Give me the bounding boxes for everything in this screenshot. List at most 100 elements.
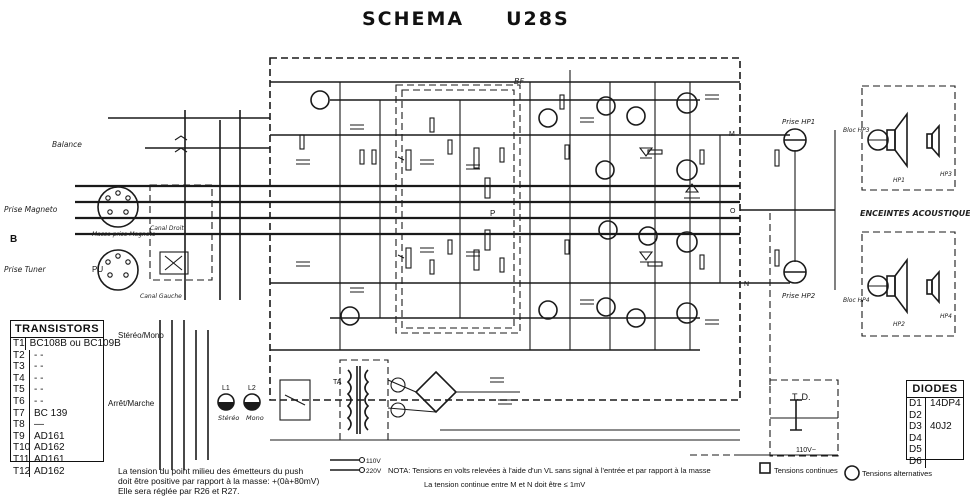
footnote-left-1: La tension du point milieu des émetteurs… [118,466,304,476]
transistor-row: T3 - - [11,361,103,373]
canal-droit-label: Canal Droit [150,225,184,232]
l1-label: L1 [222,385,230,392]
prise-hp2-label: Prise HP2 [782,292,816,300]
transistor-value: AD161 [34,453,65,465]
hp4-label: HP4 [940,313,952,320]
potentiometers [397,147,491,271]
right-dashed-links [690,209,771,456]
transistor-row: T11 AD161 [11,453,103,466]
balance-pot [108,117,270,153]
transistor-value: - - [34,384,44,396]
diode-row: D4 [907,432,963,445]
ta-label: TA [333,379,342,386]
speaker-enclosure-1 [861,85,956,191]
title-word-model: U28S [506,8,570,30]
legend-ac-circle [844,465,860,481]
bridge-rectifier [270,370,740,441]
l2-label: L2 [248,385,256,392]
diagram-labels: Balance Prise Magneto B Prise Tuner Mass… [4,77,970,475]
hp2-label: HP2 [893,321,905,328]
transistor-value: AD162 [34,465,65,477]
vertical-wiring [159,70,721,470]
b-label: B [10,234,17,245]
hp3-label: HP3 [940,171,952,178]
transistor-value: — [34,419,44,431]
transistor-symbols [310,90,698,328]
n-terminal-label: N [744,281,749,288]
pu-label: PU [92,265,103,274]
diode-id: D1 [907,398,926,410]
diode-id: D2 [907,409,926,422]
p-label: P [490,209,495,218]
bf-label: BF [514,77,524,86]
resistor-symbols [299,94,780,275]
transistor-value: BC108B ou BC109B [29,338,121,349]
input-selector-switch [149,184,213,281]
diode-id: D5 [907,444,926,456]
balance-label: Balance [52,140,82,149]
bloc-hp3-label: Bloc HP3 [843,127,870,134]
transistor-value: - - [34,372,44,384]
diode-id: D4 [907,432,926,445]
transistor-value: - - [34,349,44,361]
transistor-id: T6 [11,395,30,408]
transistor-value: - - [34,361,44,373]
transistor-id: T3 [11,361,30,373]
footnote-tension-mn: La tension continue entre M et N doit êt… [424,480,586,489]
transistor-id: T12 [13,465,31,478]
capacitor-symbols [296,94,719,325]
diode-value: 14DP4 [930,398,961,409]
transistor-row: T8 — [11,419,103,431]
preamp-block-frame [401,89,515,329]
diode-value [926,410,930,422]
td-box [740,379,839,457]
transistor-id: T8 [11,419,30,431]
preamp-block-outer [395,84,521,334]
transistor-row: T5- - [11,384,103,396]
mains-220-label: 220V [366,468,382,475]
magneto-socket [97,186,139,228]
transistor-row: T4 - - [11,372,103,385]
diode-row: D6 [907,455,963,468]
transistor-id: T7 [11,407,30,420]
o-terminal-label: O [730,208,736,215]
transistor-table-title: TRANSISTORS [11,321,103,338]
v110-label: 110V~ [796,447,816,454]
transistor-value: - - [34,395,44,407]
diode-row: D5 [907,444,963,456]
speaker-enclosure-2 [861,231,956,337]
footnote-left-3: Elle sera réglée par R26 et R27. [118,486,240,496]
bus-lines [75,81,740,351]
hp1-label: HP1 [893,177,905,184]
transistor-id: T11 [13,453,30,466]
arret-marche-label: Arrêt/Marche [108,399,155,408]
diode-value [926,456,930,468]
diode-row: D1 14DP4 [907,398,963,410]
m-terminal-label: M [729,131,735,138]
transistor-value: BC 139 [34,407,68,419]
diode-symbols [638,147,700,263]
transistor-row: T6 - - [11,395,103,408]
prise-magneto-label: Prise Magneto [4,205,58,214]
stereo-lamp-label: Stéréo [218,414,239,422]
legend-dc-square [759,462,771,474]
transistor-id: T4 [11,372,30,385]
transistor-id: T2 [11,349,30,362]
prise-hp1-label: Prise HP1 [782,118,815,126]
transistor-row: T2 - - [11,349,103,362]
bloc-hp4-label: Bloc HP4 [843,297,870,304]
footnote-tensions-alternatives: Tensions alternatives [862,469,933,478]
mains-selector [330,456,366,474]
masse-magneto-label: Masse prise Magneto [92,231,156,238]
footnote-tensions-continues: Tensions continues [774,466,838,475]
diode-value [926,433,930,445]
